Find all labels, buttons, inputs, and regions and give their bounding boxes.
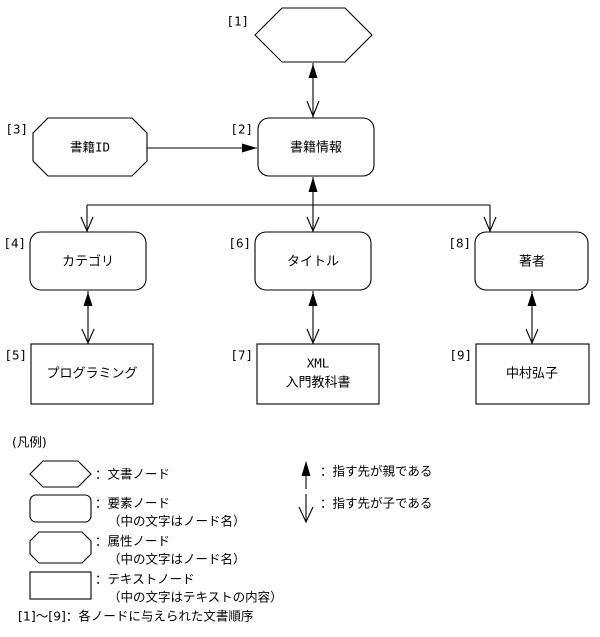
legend-entry-element-node: ：要素ノード （中の文字はノード名） — [29, 494, 246, 529]
node-3-attribute[interactable]: [3] 書籍ID — [5, 117, 148, 177]
node-8-label: 著者 — [519, 255, 545, 270]
arrowhead-down-open — [525, 328, 539, 345]
node-2-label: 書籍情報 — [290, 140, 342, 156]
node-8-element[interactable]: [8] 著者 — [448, 231, 589, 291]
node-8-order-tag: [8] — [448, 236, 471, 251]
arrowhead-up-solid — [527, 292, 537, 306]
edge-6-7 — [306, 291, 320, 345]
arrowhead-up-solid — [308, 177, 318, 192]
legend-entry-attribute-node: ：属性ノード （中の文字はノード名） — [29, 531, 246, 567]
legend-child-arrow-text: ：指す先が子である — [320, 496, 432, 511]
legend-order-note: [1]〜[9]：各ノードに与えられた文書順序 — [18, 609, 253, 624]
child-bus — [80, 204, 497, 233]
legend-element-node-text: ：要素ノード — [95, 496, 170, 511]
arrowhead-down-open — [81, 328, 95, 345]
legend-entry-document-node: ：文書ノード — [29, 460, 170, 488]
node-1-order-tag: [1] — [226, 14, 249, 29]
node-6-element[interactable]: [6] タイトル — [228, 231, 372, 291]
node-7-order-tag: [7] — [230, 348, 253, 363]
node-7-label-line1: XML — [307, 356, 330, 371]
legend-entry-child-arrow: ：指す先が子である — [298, 494, 432, 524]
node-1-document[interactable]: [1] — [226, 7, 373, 63]
node-4-label: カテゴリ — [62, 254, 114, 270]
node-9-text[interactable]: [9] 中村弘子 — [449, 343, 590, 405]
node-3-label: 書籍ID — [70, 140, 110, 155]
edge-children-to-parent — [308, 177, 318, 206]
legend-rect-icon — [29, 571, 92, 600]
node-2-order-tag: [2] — [230, 122, 253, 137]
legend-hexagon-icon — [29, 460, 92, 488]
legend-title: (凡例) — [12, 435, 47, 450]
node-9-order-tag: [9] — [449, 348, 472, 363]
node-5-text[interactable]: [5] プログラミング — [4, 343, 154, 405]
node-3-order-tag: [3] — [5, 122, 28, 137]
edge-doc-to-root — [306, 63, 320, 118]
legend-parent-arrow-text: ：指す先が親である — [320, 464, 432, 479]
node-4-order-tag: [4] — [3, 236, 26, 251]
arrow-up-icon — [301, 461, 311, 476]
node-2-element[interactable]: [2] 書籍情報 — [230, 117, 375, 177]
rect-shape — [256, 343, 380, 405]
rect-shape — [30, 343, 154, 405]
legend-octagon-icon — [29, 531, 92, 564]
edge-attr-to-element — [147, 143, 257, 153]
node-4-element[interactable]: [4] カテゴリ — [3, 231, 147, 291]
legend: (凡例) ：文書ノード ：要素ノード （中の文字はノード名） ：属性ノード （中… — [12, 435, 432, 624]
arrowhead-up-solid — [83, 292, 93, 306]
hexagon-shape — [254, 7, 373, 63]
node-7-text[interactable]: [7] XML 入門教科書 — [230, 343, 380, 405]
arrowhead-down-open — [80, 216, 94, 233]
arrowhead-up-solid — [308, 64, 318, 78]
edge-8-9 — [525, 291, 539, 345]
node-9-label: 中村弘子 — [506, 367, 558, 382]
arrowhead-down-open — [306, 100, 320, 118]
node-6-label: タイトル — [287, 255, 339, 270]
legend-attribute-node-text: ：属性ノード — [95, 534, 170, 549]
arrow-down-icon — [298, 506, 314, 524]
node-5-label: プログラミング — [46, 367, 137, 382]
legend-attribute-node-subtext: （中の文字はノード名） — [108, 552, 246, 567]
legend-element-node-subtext: （中の文字はノード名） — [108, 514, 246, 529]
rounded-rect-shape — [257, 117, 375, 177]
arrowhead-down-open — [306, 216, 320, 233]
arrowhead-down-open — [306, 328, 320, 345]
arrowhead-right-solid — [242, 143, 257, 153]
node-5-order-tag: [5] — [4, 348, 27, 363]
arrowhead-down-open — [483, 216, 497, 233]
node-6-order-tag: [6] — [228, 236, 251, 251]
rect-shape — [475, 343, 590, 405]
legend-text-node-text: ：テキストノード — [95, 572, 195, 587]
legend-entry-parent-arrow: ：指す先が親である — [301, 461, 432, 489]
octagon-shape — [32, 117, 148, 177]
rounded-rect-shape — [474, 231, 589, 291]
legend-entry-text-node: ：テキストノード （中の文字はテキストの内容） — [29, 571, 283, 605]
edge-4-5 — [81, 291, 95, 345]
legend-document-node-text: ：文書ノード — [95, 467, 170, 482]
arrowhead-up-solid — [308, 292, 318, 306]
rounded-rect-shape — [29, 231, 147, 291]
rounded-rect-shape — [254, 231, 372, 291]
legend-text-node-subtext: （中の文字はテキストの内容） — [108, 590, 283, 605]
legend-rounded-rect-icon — [29, 494, 92, 523]
node-7-label-line2: 入門教科書 — [285, 375, 350, 391]
